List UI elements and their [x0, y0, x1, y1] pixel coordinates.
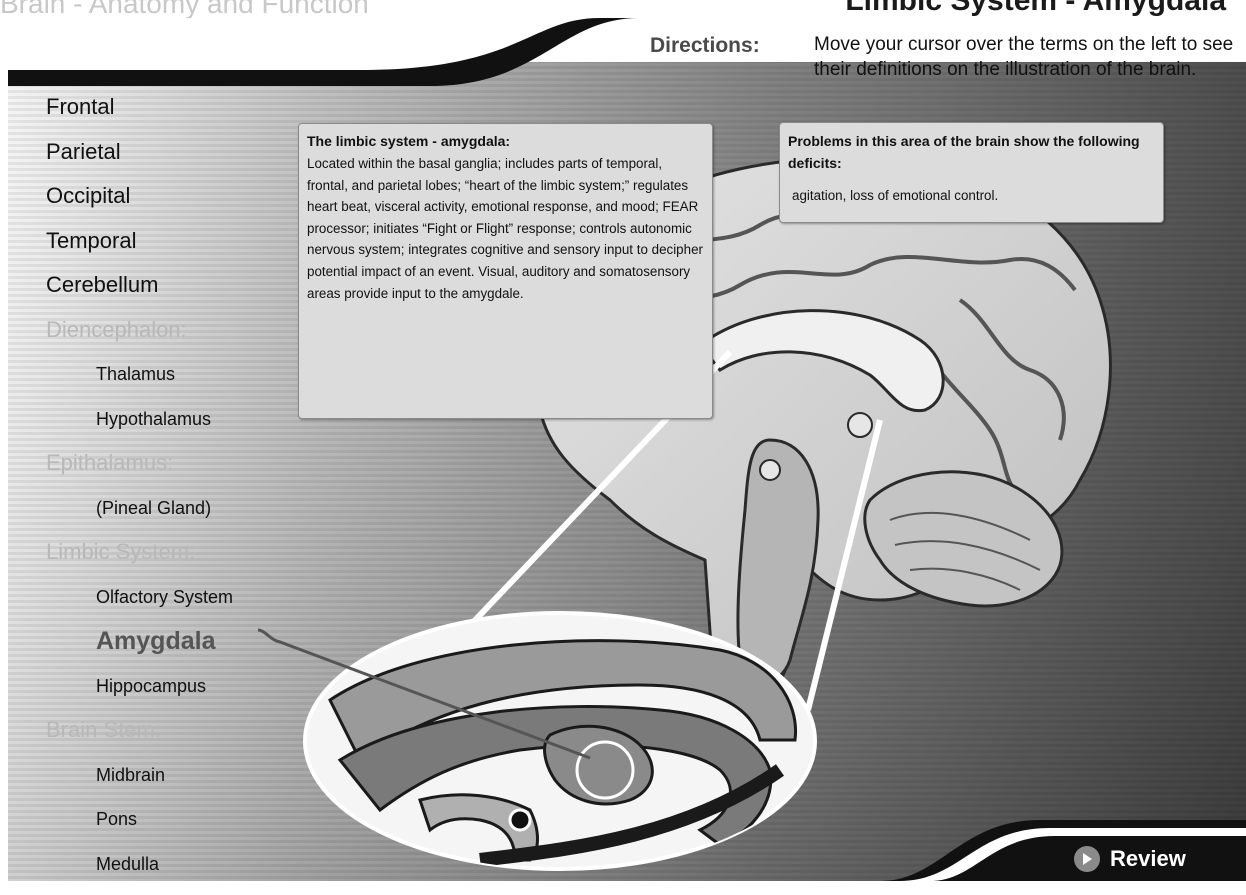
term-olfactory-system[interactable]: Olfactory System [46, 584, 316, 629]
app-title: Brain - Anatomy and Function [0, 0, 369, 18]
page-title: Limbic System - Amygdala [845, 0, 1226, 18]
directions-label: Directions: [650, 34, 760, 58]
deficits-text: agitation, loss of emotional control. [788, 186, 1155, 206]
deficits-box: Problems in this area of the brain show … [779, 122, 1164, 223]
definition-title: The limbic system - amygdala: [307, 131, 704, 151]
definition-box: The limbic system - amygdala: Located wi… [298, 123, 713, 419]
zoom-ellipse [305, 613, 815, 869]
term-amygdala[interactable]: Amygdala [46, 628, 316, 673]
term-header-brain-stem: Brain Stem: [46, 717, 316, 762]
term-occipital[interactable]: Occipital [46, 183, 316, 228]
term-hippocampus[interactable]: Hippocampus [46, 673, 316, 718]
term-temporal[interactable]: Temporal [46, 228, 316, 273]
directions-text: Move your cursor over the terms on the l… [814, 32, 1239, 82]
review-button[interactable]: Review [1074, 843, 1186, 875]
term-header-epithalamus: Epithalamus: [46, 450, 316, 495]
term-midbrain[interactable]: Midbrain [46, 762, 316, 807]
definition-text: Located within the basal ganglia; includ… [307, 153, 704, 304]
play-icon [1074, 846, 1100, 872]
term-parietal[interactable]: Parietal [46, 139, 316, 184]
review-label: Review [1110, 846, 1186, 872]
deficits-title: Problems in this area of the brain show … [788, 130, 1155, 174]
term-medulla[interactable]: Medulla [46, 851, 316, 895]
term-pineal-gland[interactable]: (Pineal Gland) [46, 495, 316, 540]
term-thalamus[interactable]: Thalamus [46, 361, 316, 406]
term-cerebellum[interactable]: Cerebellum [46, 272, 316, 317]
top-bar: Brain - Anatomy and Function Limbic Syst… [0, 0, 1246, 18]
term-frontal[interactable]: Frontal [46, 94, 316, 139]
term-hypothalamus[interactable]: Hypothalamus [46, 406, 316, 451]
term-pons[interactable]: Pons [46, 806, 316, 851]
term-header-diencephalon: Diencephalon: [46, 317, 316, 362]
term-header-limbic-system: Limbic System: [46, 539, 316, 584]
term-list: FrontalParietalOccipitalTemporalCerebell… [46, 94, 316, 895]
